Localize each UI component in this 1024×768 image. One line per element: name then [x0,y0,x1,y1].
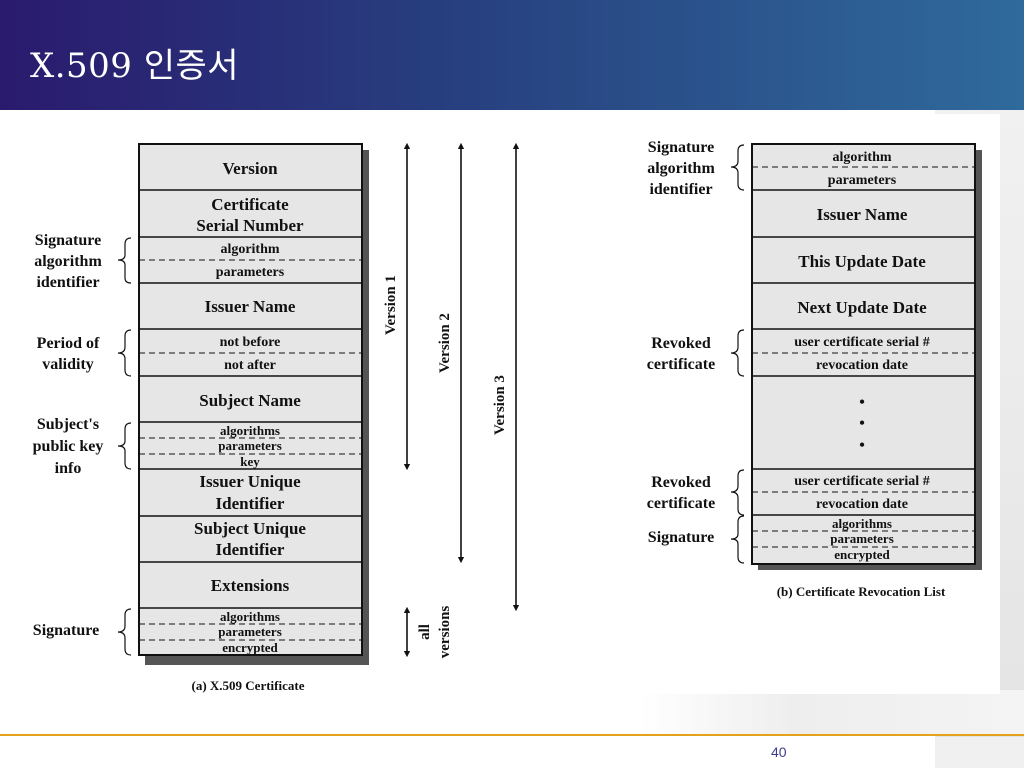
crl-ellipsis-dot: • [859,437,865,454]
brace-signature-algorithm [117,237,132,284]
crl-field-issuer-name: Issuer Name [817,205,908,224]
crl-ellipsis-dot: • [859,415,865,432]
label-version-2: Version 2 [437,313,453,373]
label-signature-algorithm-line2: algorithm [34,253,102,270]
crl-label-revoked1-line1: Revoked [651,335,711,352]
label-version-1: Version 1 [383,275,399,335]
field-subject-name: Subject Name [199,391,301,410]
label-pubkey-line1: Subject's [37,416,99,433]
label-version-3: Version 3 [492,375,508,435]
label-pubkey-line3: info [55,460,82,477]
crl-field-signature-parameters: parameters [830,531,894,546]
label-validity-line2: validity [42,356,94,373]
x509-box [138,143,363,656]
crl-field-revoked2-date: revocation date [816,497,908,512]
field-serial-number-line1: Certificate [211,195,289,214]
crl: algorithm parameters Issuer Name This Up… [647,139,982,599]
label-signature-algorithm-line1: Signature [35,232,101,249]
label-all-versions-line1: all [417,624,433,640]
label-signature: Signature [33,622,99,639]
x509-certificate: Version Certificate Serial Number algori… [33,142,520,693]
field-version: Version [222,159,278,178]
field-extensions: Extensions [211,576,290,595]
crl-box [751,143,976,565]
field-not-after: not after [224,358,276,373]
footer-rule [0,734,1024,736]
field-subject-unique-id-line1: Subject Unique [194,519,306,538]
field-serial-number-line2: Serial Number [196,216,304,235]
crl-label-signature-algorithm-line3: identifier [649,181,712,198]
crl-label-signature-algorithm-line1: Signature [648,139,714,156]
certificate-diagram: Version Certificate Serial Number algori… [33,139,982,693]
diagram-area: Version Certificate Serial Number algori… [0,114,1000,694]
field-issuer-name: Issuer Name [205,297,296,316]
crl-field-revoked2-serial: user certificate serial # [794,474,929,489]
field-pubkey-algorithms: algorithms [220,423,280,438]
field-issuer-unique-id-line1: Issuer Unique [199,472,301,491]
slide-title: X.509 인증서 [30,46,240,86]
field-subject-unique-id-line2: Identifier [216,540,285,559]
label-validity-line1: Period of [37,335,100,352]
crl-field-revoked1-date: revocation date [816,358,908,373]
field-issuer-unique-id-line2: Identifier [216,494,285,513]
label-signature-algorithm-line3: identifier [36,274,99,291]
field-not-before: not before [220,335,281,350]
crl-label-revoked2-line1: Revoked [651,474,711,491]
field-pubkey-key: key [240,454,260,469]
crl-label-signature: Signature [648,529,714,546]
crl-ellipsis-dot: • [859,394,865,411]
crl-label-signature-algorithm-line2: algorithm [647,160,715,177]
page-number: 40 [771,744,787,760]
crl-label-revoked2-line2: certificate [647,495,715,512]
brace-pubkey [117,422,132,470]
title-banner [0,0,1024,110]
field-signature-algorithm: algorithm [220,242,279,257]
field-signature-parameters: parameters [216,265,285,280]
crl-label-revoked1-line2: certificate [647,356,715,373]
crl-brace-revoked1 [730,329,745,377]
field-signature-encrypted: encrypted [222,640,278,655]
crl-field-next-update: Next Update Date [797,298,927,317]
caption-crl: (b) Certificate Revocation List [777,584,946,599]
crl-field-revoked1-serial: user certificate serial # [794,335,929,350]
crl-field-signature-encrypted: encrypted [834,547,890,562]
crl-field-algorithm: algorithm [832,150,891,165]
field-signature-params: parameters [218,624,282,639]
footer-decoration [935,737,1024,768]
crl-brace-signature-algorithm [730,144,745,191]
background-decoration-bottom [640,690,1024,735]
field-signature-algorithms: algorithms [220,609,280,624]
crl-field-signature-algorithms: algorithms [832,516,892,531]
caption-x509: (a) X.509 Certificate [192,678,305,693]
brace-validity [117,329,132,377]
crl-field-this-update: This Update Date [798,252,926,271]
crl-field-parameters: parameters [828,173,897,188]
brace-signature [117,608,132,656]
crl-brace-signature [730,515,745,564]
crl-brace-revoked2 [730,469,745,516]
label-pubkey-line2: public key [33,438,104,455]
label-all-versions-line2: versions [437,606,453,659]
field-pubkey-parameters: parameters [218,438,282,453]
